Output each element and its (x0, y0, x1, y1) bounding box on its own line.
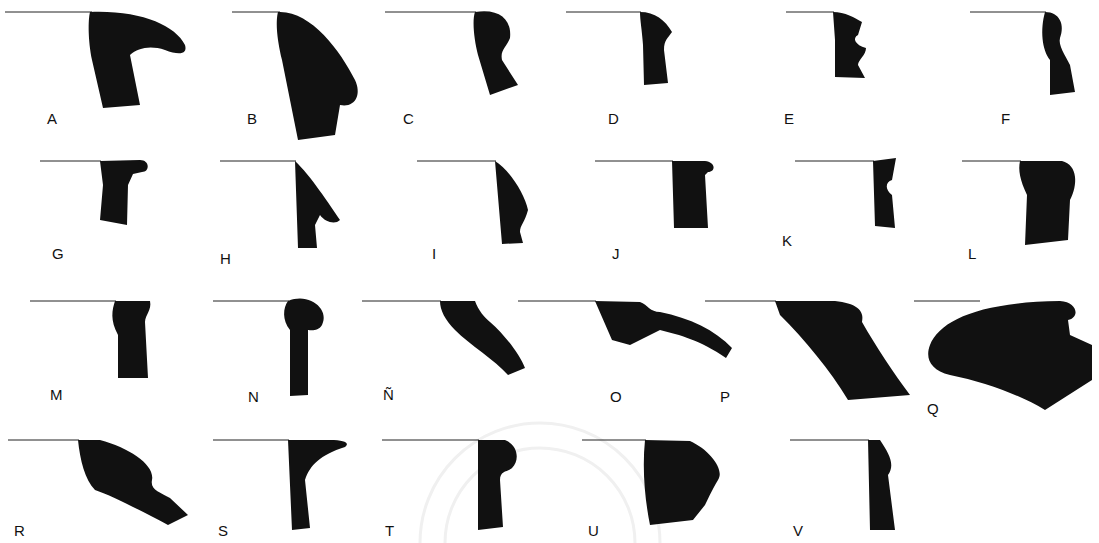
profile-letter: J (612, 245, 620, 263)
profile-letter: M (50, 386, 63, 404)
profile-letter: U (588, 522, 599, 540)
profile-letter: O (610, 388, 622, 406)
profile-letter: F (1001, 110, 1010, 128)
profile-letter: S (218, 522, 228, 540)
profile-letter: H (220, 250, 231, 268)
profile-letter: K (782, 232, 792, 250)
profile-letter: C (403, 110, 414, 128)
profile-letter: V (793, 522, 803, 540)
profile-letter: T (385, 522, 394, 540)
profile-letter: D (608, 110, 619, 128)
profile-letter: I (432, 245, 436, 263)
profile-letter: B (247, 110, 257, 128)
profile-letter: P (720, 388, 730, 406)
profile-letter: Q (927, 400, 939, 418)
profile-letter: G (52, 245, 64, 263)
watermark-seal (420, 423, 660, 543)
profile-letter: A (47, 110, 57, 128)
profile-letter: N (248, 388, 259, 406)
rim-lines (5, 12, 1046, 440)
profile-letter: L (968, 245, 976, 263)
profile-letter: E (784, 110, 794, 128)
profile-letter: Ñ (383, 386, 394, 404)
profile-letter: R (14, 522, 25, 540)
profile-shapes (78, 11, 1092, 530)
